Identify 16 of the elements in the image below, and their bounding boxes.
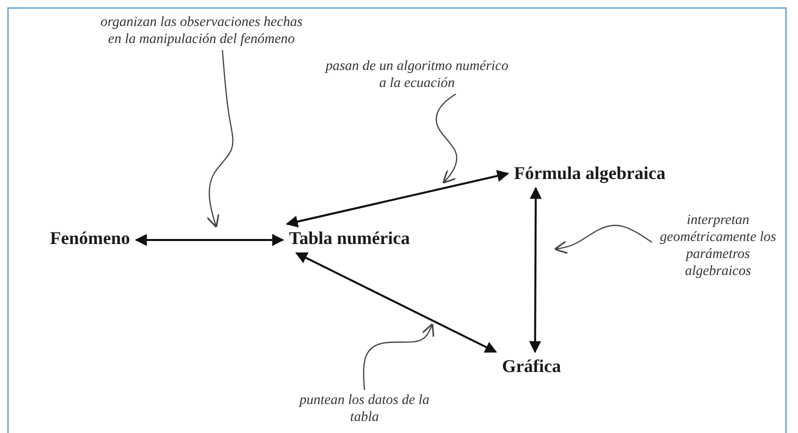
annotation-text: pasan de un algoritmo numérico a la ecuación — [320, 56, 514, 94]
arrow — [295, 252, 498, 353]
arrow — [529, 186, 542, 354]
annotation-text: puntean los datos de la tabla — [295, 390, 434, 428]
leader-arrow — [436, 94, 458, 184]
arrow — [134, 234, 284, 246]
arrow — [286, 170, 510, 228]
concept-label: Gráfica — [496, 352, 567, 381]
concept-label: Fenómeno — [44, 224, 136, 253]
leader-arrow — [363, 323, 434, 390]
annotation-text: interpretan geométricamente los parámetros algebraicos — [652, 210, 784, 282]
leader-arrow — [554, 224, 652, 254]
annotation-text: organizan las observaciones hechas en la manipulación del fenómeno — [97, 12, 306, 50]
leader-arrow — [206, 50, 234, 228]
concept-label: Fórmula algebraica — [508, 159, 672, 188]
concept-label: Tabla numérica — [283, 224, 416, 253]
